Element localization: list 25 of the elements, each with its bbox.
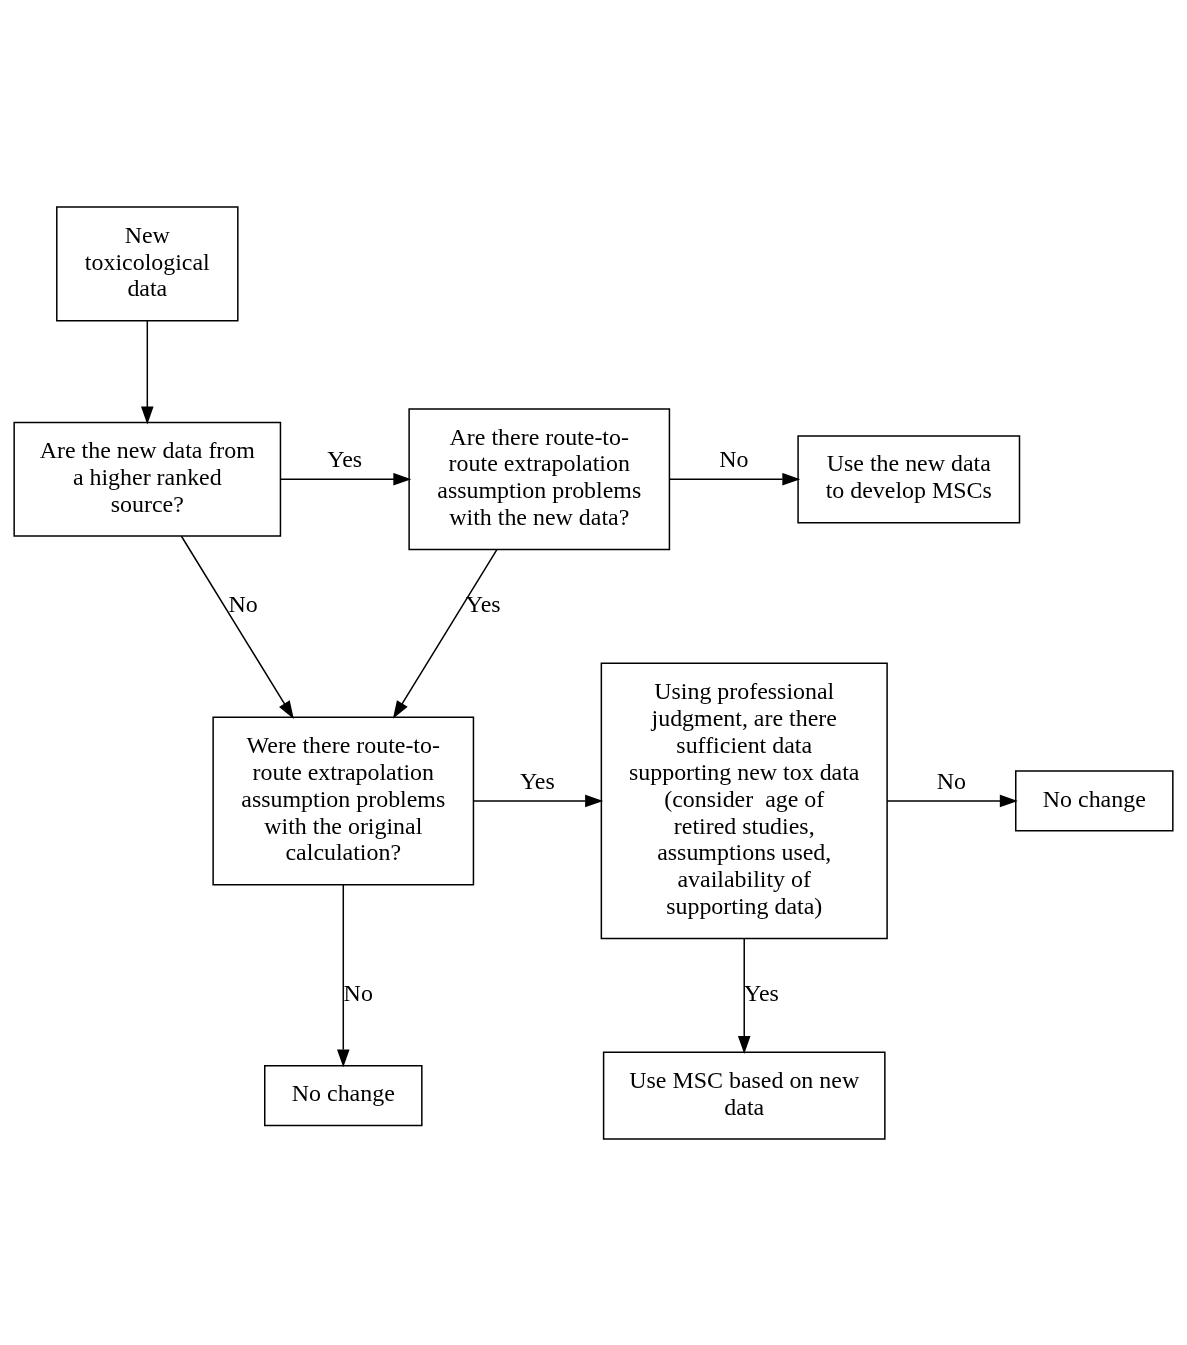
node-box: Are the new data from a higher ranked source? — [13, 421, 282, 537]
edge-label: No — [228, 590, 258, 617]
node-box: Use the new data to develop MSCs — [797, 434, 1021, 523]
node-box: Are there route-to-route extrapolation assumption problems with the new data? — [408, 407, 671, 550]
edge-label: No — [343, 979, 373, 1006]
arrow — [737, 937, 751, 1054]
arrow — [337, 883, 350, 1067]
arrow — [392, 548, 498, 719]
arrow — [886, 794, 1018, 807]
arrow — [141, 319, 154, 425]
edge-label: Yes — [519, 767, 555, 794]
node-box: No change — [264, 1064, 423, 1126]
node-box: Using professional judgment, are there sufficient data supporting new tox data (consider age of retired studies, assumptions used, availability of supporting data) — [600, 662, 888, 939]
edge-label: Yes — [327, 445, 363, 472]
node-box: No change — [1015, 769, 1174, 832]
arrow — [472, 794, 604, 807]
edge-label: Yes — [465, 590, 501, 617]
node-box: Use MSC based on new data — [602, 1051, 886, 1140]
arrow — [279, 472, 412, 486]
arrow — [668, 472, 801, 486]
arrow — [180, 535, 294, 719]
edge-label: No — [936, 767, 967, 794]
edge-label: No — [719, 445, 749, 472]
node-box: Were there route-to-route extrapolation assumption problems with the original calculation? — [212, 715, 475, 885]
node-box: New toxicological data — [56, 205, 239, 321]
